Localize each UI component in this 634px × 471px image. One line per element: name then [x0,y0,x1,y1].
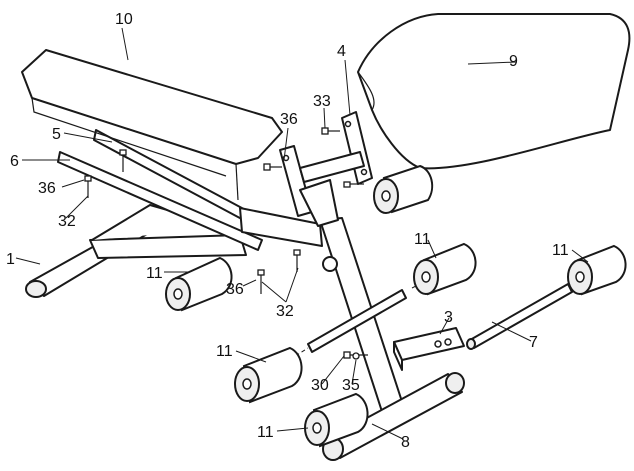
fasteners [84,127,368,360]
callout-5: 5 [52,126,61,143]
callout-1: 1 [6,251,15,268]
callout-36-left: 36 [38,180,56,197]
roller-upper [373,164,434,214]
bolt-36-left [84,175,92,198]
leader-lines [15,27,589,440]
roller-middle [413,242,477,296]
roller-lower-left [234,346,303,404]
callout-8: 8 [401,434,410,451]
callout-32-lower: 32 [276,303,294,320]
callout-9: 9 [509,53,518,70]
bolt-bracket [343,181,364,188]
bolt-pair-lower [257,249,301,294]
front-base-part [25,204,247,298]
callout-6: 6 [10,153,19,170]
roller-rods [259,283,573,379]
seat-rails [57,129,323,251]
callout-7: 7 [529,334,538,351]
back-pad [357,13,631,170]
roller-bottom [304,392,369,448]
roller-foam-pads [165,164,627,448]
bolt-33 [321,127,340,135]
bolt-32-left [119,149,127,172]
leg-bracket [393,327,465,371]
callout-10: 10 [115,11,133,28]
callout-33: 33 [313,93,331,110]
callout-11-middle: 11 [414,231,431,248]
callout-11-right: 11 [552,242,569,259]
callout-labels: 10 9 4 33 36 5 6 36 32 1 11 36 32 11 11 … [6,11,569,451]
callout-3: 3 [444,309,453,326]
callout-11-lower: 11 [216,343,233,360]
callout-11-bottom: 11 [257,424,274,441]
rear-base-tube [322,372,465,461]
seat-pad [21,49,283,201]
callout-36-top: 36 [280,111,298,128]
roller-seat-left [165,256,233,312]
callout-36-lower: 36 [226,281,244,298]
callout-32-left: 32 [58,213,76,230]
callout-4: 4 [337,43,346,60]
callout-11-seat: 11 [146,265,163,282]
roller-far-right [567,244,627,296]
callout-35: 35 [342,377,360,394]
washer-35 [352,352,360,360]
callout-30: 30 [311,377,329,394]
bolt-36-top [263,163,282,171]
